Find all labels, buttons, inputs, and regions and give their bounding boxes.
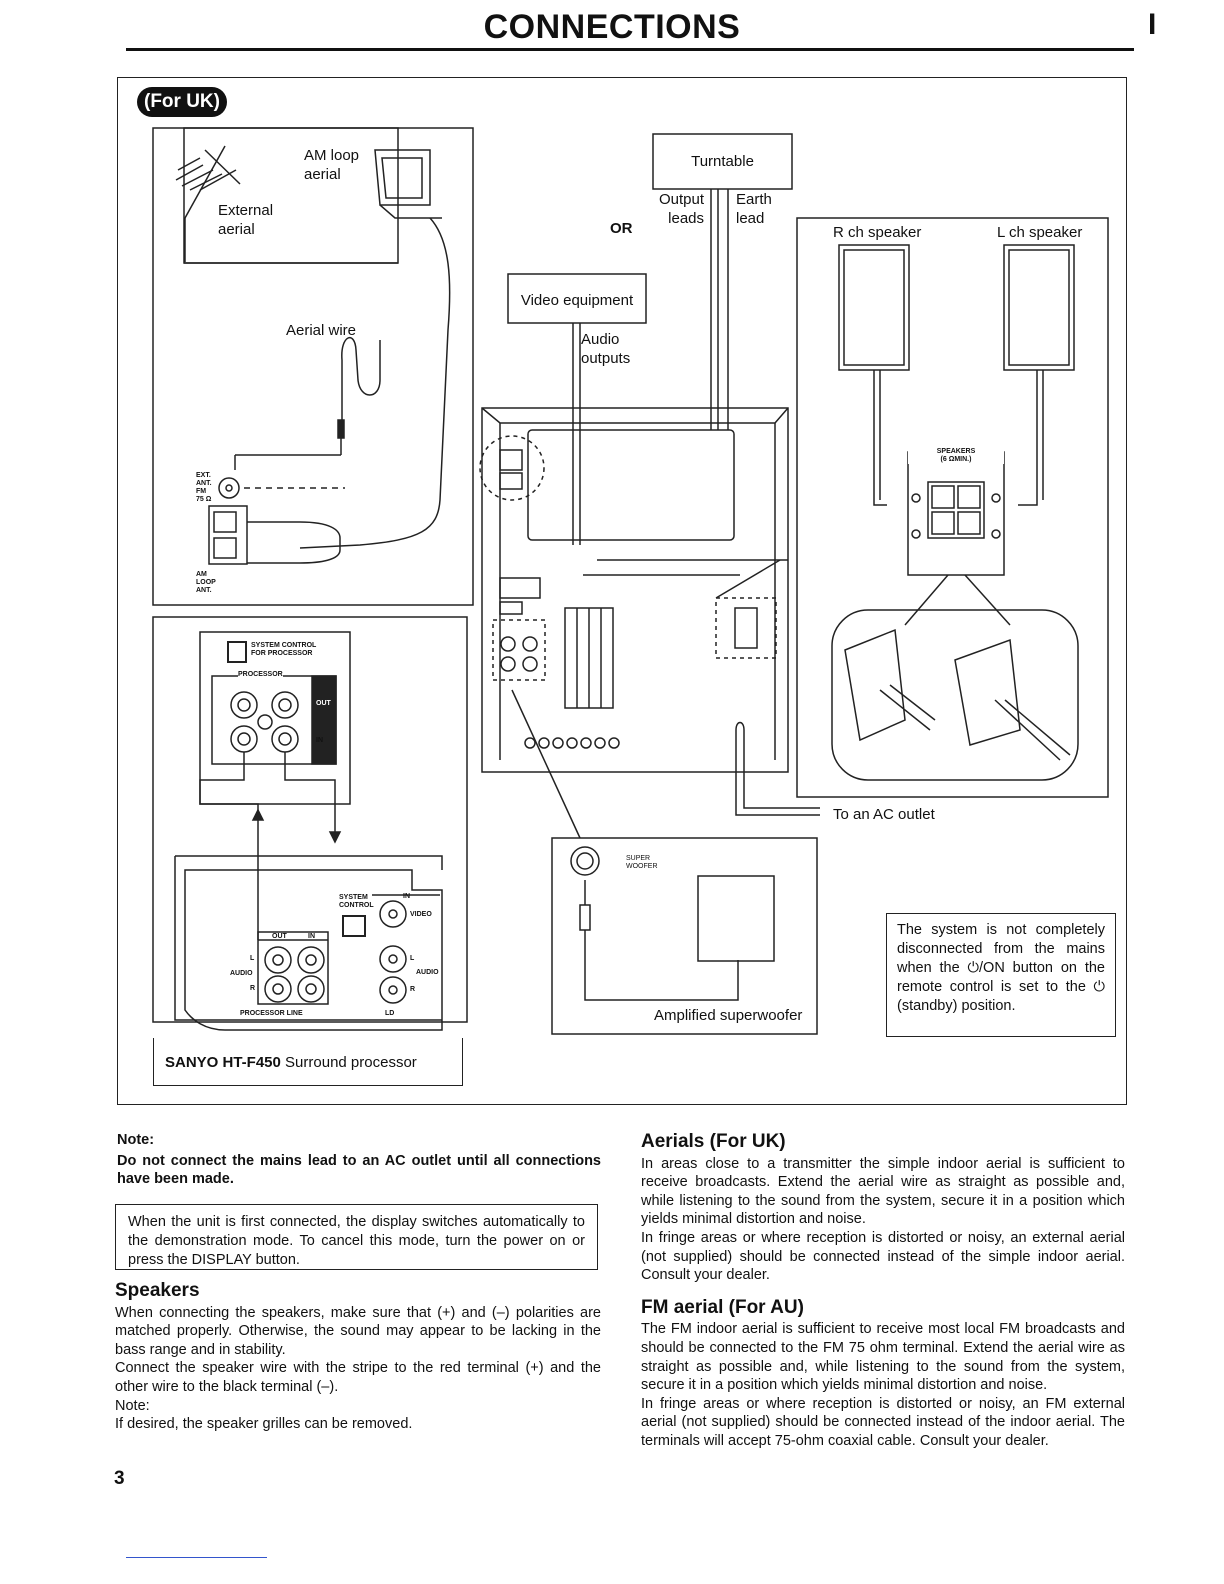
pp-in-label-2: IN — [308, 933, 315, 940]
connections-diagram — [117, 77, 1127, 1105]
am-terminal — [208, 505, 248, 565]
pp-r-right-label: R — [410, 986, 416, 993]
pp-l-right-label: L — [410, 955, 415, 962]
speaker-terminal — [907, 451, 1005, 576]
feet-row — [524, 737, 620, 749]
left-column: Note: Do not connect the mains lead to a… — [117, 1131, 601, 1189]
pp-in-label: IN — [403, 893, 410, 900]
pp-ld-label: LD — [385, 1010, 395, 1017]
aerials-paragraph-2: In fringe areas or where reception is di… — [641, 1229, 1125, 1284]
main-unit-rear — [479, 407, 789, 773]
r-ch-speaker-label: R ch speaker — [833, 224, 922, 241]
speakers-terminal-label: SPEAKERS(6 ΩMIN.) — [908, 448, 1004, 464]
processor-label: PROCESSOR — [238, 671, 283, 679]
pp-video-label: VIDEO — [410, 911, 432, 918]
aerial-inner-box — [183, 127, 399, 264]
amplified-superwoofer-label: Amplified superwoofer — [654, 1007, 803, 1024]
speakers-paragraph-2: Connect the speaker wire with the stripe… — [115, 1360, 601, 1395]
aerials-paragraph-1: In areas close to a transmitter the simp… — [641, 1155, 1125, 1228]
speakers-section: Speakers When connecting the speakers, m… — [115, 1280, 601, 1434]
pp-out-label: OUT — [272, 933, 287, 940]
aerial-wire — [234, 337, 381, 470]
title-rule — [126, 48, 1134, 51]
pp-audio-label: AUDIO — [230, 970, 253, 977]
video-equipment-label: Video equipment — [520, 292, 634, 309]
speakers-panel — [796, 217, 1109, 798]
speakers-paragraph-1: When connecting the speakers, make sure … — [115, 1304, 601, 1358]
note-label: Note: — [117, 1132, 155, 1148]
processor-panel-outline — [152, 616, 468, 1023]
in-label: IN — [316, 737, 323, 744]
pp-processor-line-label: PROCESSOR LINE — [240, 1010, 303, 1017]
power-cord — [735, 721, 745, 760]
turntable-box — [652, 133, 793, 190]
fm-aerial-heading: FM aerial (For AU) — [641, 1296, 804, 1318]
speakers-heading: Speakers — [115, 1280, 200, 1301]
surround-processor-outline — [175, 855, 443, 870]
mains-warning: Do not connect the mains lead to an AC o… — [117, 1152, 601, 1188]
turntable-label: Turntable — [691, 153, 754, 170]
aerials-heading: Aerials (For UK) — [641, 1131, 786, 1152]
surround-processor-caption: SANYO HT-F450 Surround processor — [165, 1054, 417, 1071]
or-label: OR — [610, 220, 633, 237]
r-speaker-icon — [838, 244, 910, 371]
speakers-note: If desired, the speaker grilles can be r… — [115, 1416, 413, 1433]
demo-mode-box: When the unit is first connected, the di… — [115, 1204, 598, 1270]
ac-outlet-label: To an AC outlet — [833, 806, 935, 823]
speakers-note-label: Note: — [115, 1397, 150, 1414]
l-speaker-icon — [1003, 244, 1075, 371]
page-marker: I — [1148, 8, 1157, 41]
region-badge: (For UK) — [137, 87, 227, 117]
aerial-wire-label: Aerial wire — [286, 322, 357, 339]
superwoofer-panel — [551, 837, 818, 1035]
surround-processor-caption-box — [153, 1038, 463, 1086]
l-ch-speaker-label: L ch speaker — [997, 224, 1083, 241]
aerial-panel-outline — [152, 127, 474, 606]
page-title: CONNECTIONS — [483, 8, 741, 46]
pp-r-label: R — [250, 985, 256, 992]
page-number: 3 — [114, 1468, 125, 1489]
out-label: OUT — [316, 700, 331, 707]
fm-paragraph-2: In fringe areas or where reception is di… — [641, 1395, 1125, 1449]
fm-paragraph-1: The FM indoor aerial is sufficient to re… — [641, 1321, 1125, 1394]
right-column: Aerials (For UK) In areas close to a tra… — [641, 1131, 1125, 1451]
video-equipment-box — [507, 273, 647, 324]
pp-l-label: L — [250, 955, 255, 962]
am-loop-aerial-icon — [299, 149, 451, 549]
footer-link-rule — [126, 1557, 267, 1558]
standby-note: The system is not completely disconnecte… — [886, 913, 1116, 1037]
fm-jack — [218, 477, 240, 499]
pp-audio-right-label: AUDIO — [416, 969, 439, 976]
terminal-closeup — [831, 609, 1079, 781]
external-aerial-icon — [175, 145, 241, 262]
